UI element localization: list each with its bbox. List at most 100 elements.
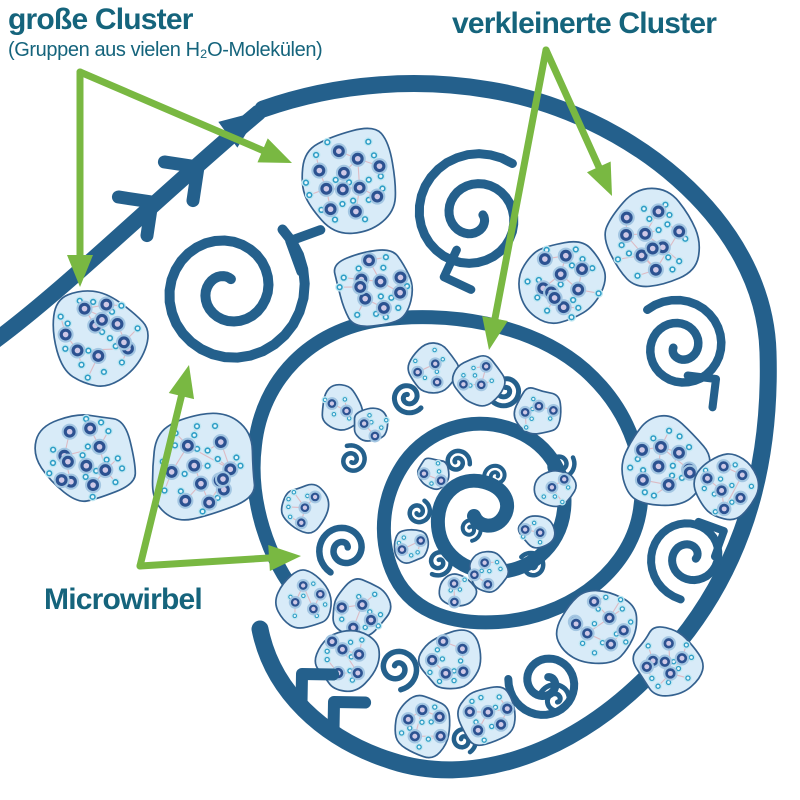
- molecule-big-core: [461, 382, 466, 387]
- water-cluster: [394, 694, 451, 759]
- water-cluster: [321, 383, 364, 431]
- molecule-small-core: [409, 554, 413, 557]
- molecule-big-core: [316, 167, 323, 174]
- green-arrow-shaft: [136, 384, 187, 570]
- molecule-small-core: [590, 266, 594, 270]
- molecule-big-core: [623, 214, 630, 221]
- green-pointer-arrows: [67, 46, 612, 571]
- water-cluster: [555, 589, 638, 665]
- molecule-small-core: [84, 475, 88, 479]
- molecule-small-core: [545, 248, 549, 252]
- molecule-small-core: [79, 363, 84, 367]
- molecule-small-core: [642, 207, 646, 211]
- molecule-small-core: [643, 490, 647, 494]
- molecule-small-core: [120, 466, 124, 470]
- molecule-big-core: [74, 347, 81, 354]
- molecule-small-core: [530, 417, 533, 420]
- molecule-big-core: [312, 494, 318, 500]
- molecule-big-core: [642, 230, 648, 237]
- swirl-path: [341, 443, 367, 473]
- swirl-path: [482, 463, 507, 486]
- molecule-big-core: [374, 193, 381, 200]
- molecule-small-core: [292, 491, 296, 494]
- molecule-big-core: [573, 621, 579, 627]
- molecule-big-core: [538, 530, 543, 535]
- flow-chevron: [327, 696, 372, 740]
- molecule-small-core: [580, 257, 585, 261]
- molecule-big-core: [81, 305, 88, 312]
- molecule-big-core: [498, 722, 504, 728]
- water-cluster: [275, 569, 332, 629]
- molecule-small-core: [315, 614, 319, 618]
- molecule-big-core: [579, 266, 585, 272]
- molecule-small-core: [495, 560, 499, 564]
- molecule-big-core: [623, 232, 629, 238]
- molecule-small-core: [84, 417, 88, 421]
- molecule-big-core: [551, 295, 558, 301]
- molecule-small-core: [616, 257, 620, 261]
- label-microwirbel: Microwirbel: [44, 584, 203, 616]
- molecule-big-core: [62, 331, 69, 338]
- molecule-small-core: [686, 676, 690, 680]
- molecule-small-core: [389, 296, 393, 300]
- molecule-big-core: [591, 598, 597, 604]
- molecule-big-core: [563, 252, 569, 259]
- molecule-big-core: [676, 449, 682, 456]
- molecule-big-core: [299, 520, 304, 525]
- molecule-big-core: [102, 467, 109, 473]
- swirl-path: [647, 519, 723, 604]
- green-pointer-arrow: [542, 46, 612, 196]
- molecule-small-core: [628, 466, 632, 470]
- molecule-small-core: [524, 426, 528, 429]
- molecule-big-core: [549, 485, 555, 490]
- molecule-big-core: [662, 659, 668, 665]
- molecule-small-core: [730, 500, 734, 504]
- green-pointer-arrow: [482, 46, 550, 350]
- molecule-big-core: [638, 252, 645, 259]
- swirl-flow-arrow: [285, 225, 326, 277]
- molecule-big-core: [438, 733, 444, 739]
- molecule-big-core: [721, 506, 727, 512]
- molecule-small-core: [173, 443, 177, 447]
- water-cluster: [314, 629, 381, 693]
- molecule-small-core: [120, 360, 124, 365]
- swirl-path: [445, 448, 473, 472]
- molecule-small-core: [430, 482, 433, 485]
- molecule-small-core: [348, 669, 352, 673]
- molecule-small-core: [667, 429, 671, 433]
- swirl-path: [164, 224, 310, 363]
- swirl-path: [428, 550, 453, 578]
- molecule-small-core: [368, 610, 372, 614]
- flow-chevron: [295, 668, 340, 712]
- molecule-small-core: [91, 300, 95, 304]
- molecule-small-core: [532, 521, 536, 525]
- molecule-small-core: [323, 603, 327, 606]
- molecule-big-core: [639, 447, 645, 453]
- molecule-small-core: [677, 259, 681, 263]
- water-cluster: [467, 550, 510, 593]
- molecule-big-core: [418, 538, 423, 543]
- molecule-big-core: [168, 469, 175, 475]
- molecule-small-core: [380, 426, 383, 429]
- molecule-small-core: [472, 366, 475, 370]
- label-verkleinerte-cluster: verkleinerte Cluster: [452, 8, 717, 40]
- molecule-big-core: [121, 339, 127, 346]
- molecule-small-core: [374, 312, 378, 316]
- molecule-small-core: [368, 414, 371, 417]
- water-cluster: [451, 354, 506, 407]
- molecule-big-core: [103, 301, 110, 308]
- grosse-cluster-title: große Cluster: [8, 3, 193, 36]
- swirl-path: [414, 149, 519, 268]
- molecule-small-core: [488, 569, 491, 573]
- molecule-small-core: [532, 397, 535, 401]
- molecule-small-core: [384, 315, 388, 319]
- flow-chevron: [111, 190, 159, 243]
- molecule-small-core: [86, 349, 91, 353]
- molecule-small-core: [86, 375, 90, 380]
- molecule-big-core: [557, 271, 564, 277]
- molecule-small-core: [94, 469, 98, 473]
- molecule-small-core: [713, 510, 717, 514]
- molecule-small-core: [574, 247, 578, 252]
- molecule-big-core: [227, 466, 234, 473]
- molecule-big-core: [606, 615, 612, 621]
